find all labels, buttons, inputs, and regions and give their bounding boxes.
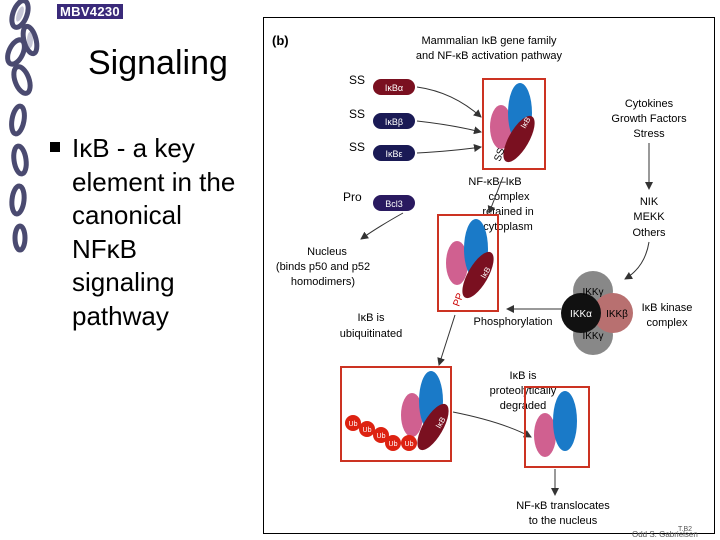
complex-frame — [524, 386, 590, 468]
pp-label: PP — [451, 291, 466, 308]
member-prefix: SS — [349, 140, 365, 154]
bullet-marker — [50, 142, 60, 152]
ub-label: Ub — [349, 421, 358, 428]
complex-ubiquitinated: IκB Ub Ub Ub Ub Ub — [340, 366, 452, 462]
complex-label-line1: NF-κB–IκB — [468, 176, 521, 188]
ikk-label-line1: IκB kinase — [642, 302, 693, 314]
ub-label: Ub — [377, 433, 386, 440]
degraded-label-line3: degraded — [500, 400, 547, 412]
ikb-subunit — [503, 115, 535, 163]
slide-number: T.B2 — [678, 526, 693, 533]
ikb-family-list: SS IκBα SS IκBβ SS IκBε Pro Bcl3 — [343, 73, 415, 211]
member-label: IκBβ — [385, 117, 403, 127]
bcl3-nucleus-arrow — [360, 212, 404, 240]
member-label: IκBε — [385, 149, 402, 159]
footer-credit: Odd S. Gabrielsen — [632, 530, 698, 539]
course-code: MBV4230 — [57, 4, 123, 19]
complex-label-line4: cytoplasm — [483, 221, 533, 233]
ubiquitin-chain — [345, 415, 417, 451]
ikk-complex: IKKγ IKKα IKKβ IKKγ — [561, 271, 633, 355]
figure-title-line1: Mammalian IκB gene family — [421, 35, 557, 47]
degraded-label-line1: IκB is — [510, 370, 537, 382]
ub-label: Ub — [363, 427, 372, 434]
translocate-label-line1: NF-κB translocates — [516, 500, 610, 512]
nucleus-label-line1: Nucleus — [307, 246, 347, 258]
kinase-arrow — [624, 241, 650, 280]
ikk-beta-label: IKKβ — [606, 309, 628, 320]
p50-subunit — [446, 241, 468, 285]
member-pill — [373, 195, 415, 211]
ub-bead — [401, 435, 417, 451]
decorative-chain — [5, 0, 40, 253]
member-pill — [373, 79, 415, 95]
ubiquitinated-label-line1: IκB is — [358, 312, 385, 324]
ubiquitination-arrow — [437, 314, 456, 366]
ikk-label-line2: complex — [647, 317, 688, 329]
p65-subunit — [553, 391, 577, 451]
ub-label: Ub — [389, 441, 398, 448]
panel-label: (b) — [272, 33, 289, 48]
p50-subunit — [490, 105, 512, 149]
p50-subunit — [534, 413, 556, 457]
member-label: Bcl3 — [385, 199, 403, 209]
ub-bead — [359, 421, 375, 437]
complex-down-arrow — [487, 176, 504, 214]
kinase-mekk: MEKK — [633, 211, 665, 223]
degradation-arrow — [452, 411, 532, 438]
stimulus-cytokines: Cytokines — [625, 98, 674, 110]
complex-frame — [340, 366, 452, 462]
stimulus-growth-factors: Growth Factors — [611, 113, 687, 125]
nucleus-label-line3: homodimers) — [291, 276, 355, 288]
translocate-label-line2: to the nucleus — [529, 515, 598, 527]
ub-label: Ub — [405, 441, 414, 448]
complex-frame — [437, 214, 499, 312]
ikb-subunit — [462, 251, 494, 299]
member-arrows — [416, 86, 482, 154]
ub-bead — [373, 427, 389, 443]
member-pill — [373, 145, 415, 161]
phosphorylation-label: Phosphorylation — [474, 316, 553, 328]
ikb-subunit — [417, 403, 449, 451]
complex-label-line2: complex — [489, 191, 530, 203]
nfkb-pathway-figure: (b) Mammalian IκB gene family and NF-κB … — [272, 33, 693, 527]
bullet-text: IκB - a key element in the canonical NFκ… — [72, 133, 236, 331]
member-pill — [373, 113, 415, 129]
member-label: IκBα — [385, 83, 403, 93]
ub-bead — [345, 415, 361, 431]
ss-label: SS — [492, 146, 507, 163]
member-prefix: SS — [349, 73, 365, 87]
complex-cytoplasm: IκB SS — [482, 78, 546, 170]
member-prefix: SS — [349, 107, 365, 121]
complex-frame — [482, 78, 546, 170]
figure-title-line2: and NF-κB activation pathway — [416, 50, 563, 62]
p50-subunit — [401, 393, 423, 437]
complex-free-nfkb — [524, 386, 590, 468]
ikk-gamma-label-bottom: IKKγ — [582, 331, 603, 342]
ikk-beta — [593, 293, 633, 333]
nucleus-label-line2: (binds p50 and p52 — [276, 261, 370, 273]
ikk-alpha — [561, 293, 601, 333]
complex-phosphorylated: IκB PP — [437, 214, 499, 312]
kinase-others: Others — [632, 227, 666, 239]
complex-label-line3: retained in — [482, 206, 533, 218]
member-prefix: Pro — [343, 190, 362, 204]
ub-bead — [385, 435, 401, 451]
stimulus-stress: Stress — [633, 128, 665, 140]
kinase-nik: NIK — [640, 196, 659, 208]
ikk-alpha-label: IKKα — [570, 309, 592, 320]
ikk-gamma-label-top: IKKγ — [582, 287, 603, 298]
ubiquitinated-label-line2: ubiquitinated — [340, 328, 402, 340]
slide-title: Signaling — [88, 44, 228, 82]
